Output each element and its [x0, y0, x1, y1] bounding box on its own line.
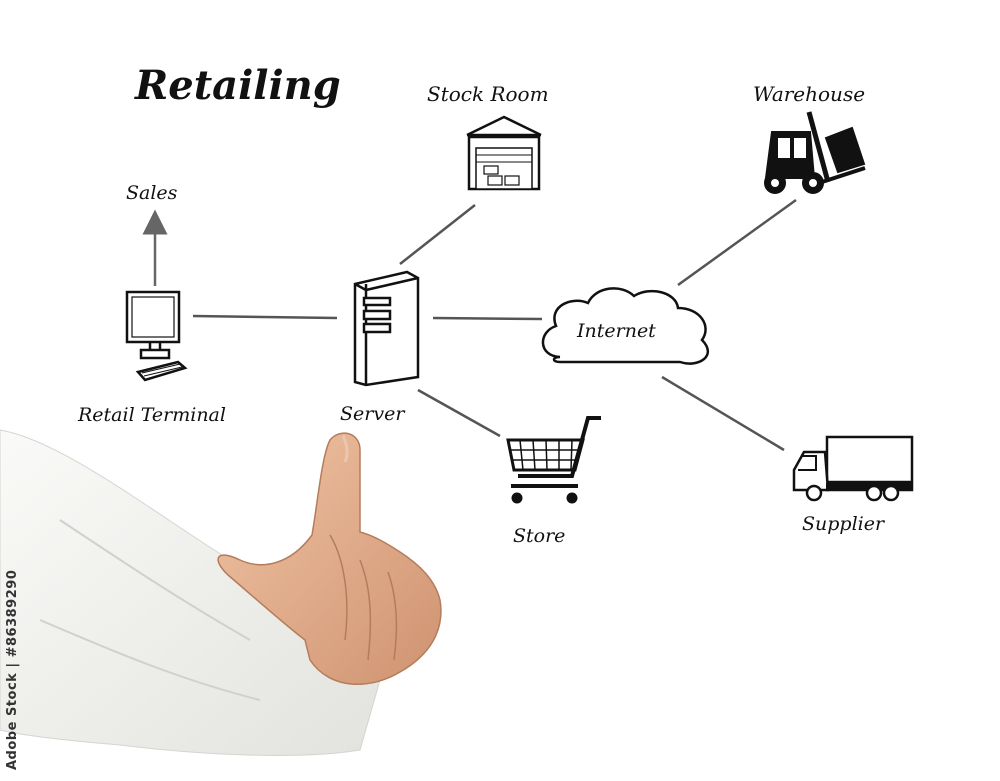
node-label-sales: Sales [126, 182, 178, 204]
connector-internet-supplier [661, 375, 785, 452]
delivery-truck-icon [792, 435, 914, 502]
warehouse-building-icon [466, 115, 542, 191]
image-credit: Adobe Stock | #86389290 [5, 569, 20, 770]
connector-terminal-server [192, 314, 338, 320]
shopping-cart-icon [506, 416, 601, 504]
node-label-internet: Internet [577, 320, 656, 342]
desktop-computer-icon [125, 290, 188, 382]
node-label-server: Server [340, 403, 405, 425]
forklift-icon [764, 111, 866, 194]
connector-server-store [417, 388, 501, 438]
server-tower-icon [353, 270, 420, 387]
connector-server-internet [432, 316, 543, 321]
connector-internet-warehouse [677, 198, 797, 287]
pointing-hand [0, 429, 442, 756]
node-label-retail-terminal: Retail Terminal [78, 404, 226, 426]
cloud-icon [541, 287, 709, 365]
node-label-stock-room: Stock Room [427, 82, 549, 106]
node-label-warehouse: Warehouse [753, 82, 866, 106]
connector-server-stockroom [399, 204, 476, 265]
node-label-supplier: Supplier [802, 513, 885, 535]
diagram-title: Retailing [135, 62, 341, 109]
node-label-store: Store [513, 525, 566, 547]
